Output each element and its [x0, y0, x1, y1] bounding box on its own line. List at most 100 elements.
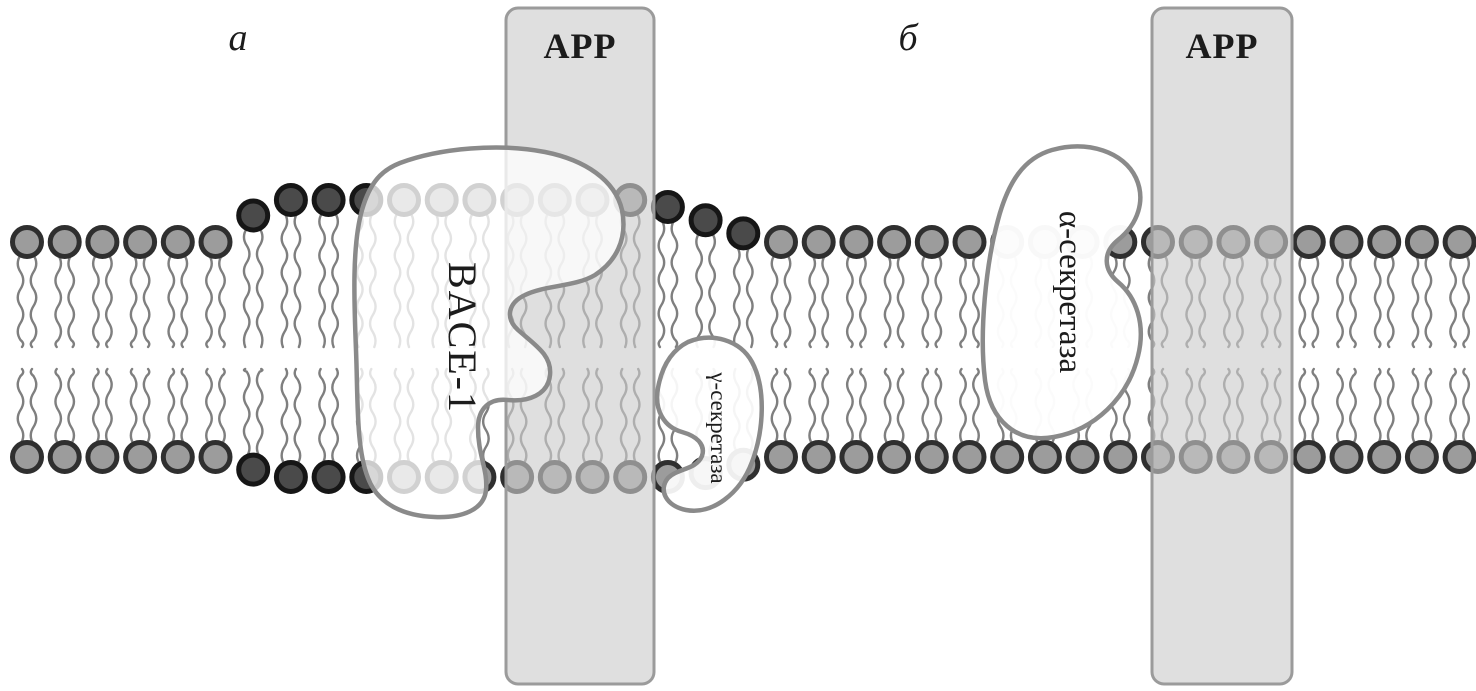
lipid-tail	[883, 367, 892, 446]
lipid-head	[764, 225, 798, 259]
lipid-tail	[142, 367, 151, 446]
app-label-a: APP	[544, 26, 617, 66]
lipid-tail	[921, 253, 930, 349]
lipid-head	[952, 225, 987, 259]
panel-a-label: а	[229, 17, 248, 59]
lipid-head	[160, 225, 195, 259]
lipid-tail	[54, 253, 63, 349]
lipid-tail	[104, 367, 113, 446]
lipid-head	[198, 225, 233, 259]
lipid-tail	[167, 253, 176, 349]
lipid-head	[914, 440, 949, 474]
lipid-head	[47, 225, 82, 259]
gamma-secretase-label: γ-секретаза	[706, 371, 731, 483]
lipid-tail	[129, 253, 138, 349]
lipid-tail	[1449, 253, 1458, 349]
lipid-head	[1329, 440, 1364, 474]
lipid-tail	[670, 218, 679, 349]
lipid-head	[1027, 440, 1062, 474]
gamma-secretase-blob	[654, 335, 764, 513]
lipid-head	[160, 440, 195, 474]
lipid-tail	[91, 253, 100, 349]
lipid-tail	[1311, 367, 1320, 446]
lipid-head	[311, 460, 346, 494]
bace1-label: BACE-1	[440, 262, 485, 414]
lipid-head	[236, 452, 271, 487]
lipid-head	[839, 225, 874, 259]
lipid-tail	[54, 367, 63, 446]
lipid-tail	[1349, 367, 1357, 446]
lipid-tail	[708, 232, 717, 349]
lipid-head	[47, 440, 82, 474]
lipid-tail	[67, 367, 76, 446]
lipid-tail	[180, 367, 189, 446]
lipid-tail	[331, 367, 340, 466]
lipid-tail	[959, 253, 967, 349]
lipid-tail	[293, 367, 302, 466]
lipid-tail	[1449, 367, 1458, 446]
lipid-tail	[808, 253, 817, 349]
lipid-head	[236, 198, 271, 233]
lipid-tail	[293, 211, 302, 349]
alpha-secretase-blob	[980, 144, 1143, 441]
app-protein-b	[1150, 6, 1294, 686]
app-label-b: APP	[1186, 26, 1259, 66]
lipid-head	[688, 203, 723, 238]
lipid-head	[990, 440, 1025, 474]
lipid-tail	[745, 245, 754, 349]
lipid-tail	[695, 232, 704, 349]
panel-b-label: б	[898, 17, 919, 59]
lipid-tail	[16, 367, 25, 446]
lipid-tail	[1298, 253, 1307, 349]
lipid-tail	[129, 367, 138, 446]
lipid-head	[801, 225, 836, 259]
lipid-tail	[770, 367, 779, 446]
lipid-tail	[858, 253, 867, 349]
lipid-head	[123, 440, 158, 474]
lipid-head	[726, 216, 761, 251]
lipid-tail	[29, 367, 38, 446]
lipid-head	[1404, 440, 1439, 474]
lipid-tail	[858, 367, 867, 446]
lipid-head	[1367, 225, 1402, 259]
lipid-head	[1329, 225, 1364, 259]
alpha-secretase-label: α-секретаза	[1052, 211, 1088, 374]
lipid-tail	[205, 253, 213, 349]
lipid-head	[764, 440, 798, 474]
lipid-tail	[218, 367, 226, 446]
lipid-tail	[280, 211, 289, 349]
lipid-tail	[242, 367, 251, 458]
lipid-tail	[896, 253, 905, 349]
lipid-head	[877, 225, 912, 259]
lipid-tail	[845, 367, 854, 446]
lipid-tail	[29, 253, 38, 349]
lipid-tail	[180, 253, 189, 349]
lipid-head	[198, 440, 233, 474]
lipid-tail	[770, 253, 779, 349]
lipid-tail	[972, 367, 980, 446]
lipid-tail	[845, 253, 854, 349]
lipid-head	[1404, 225, 1439, 259]
lipid-head	[123, 225, 158, 259]
lipid-head	[1065, 440, 1100, 474]
lipid-tail	[657, 218, 666, 349]
lipid-tail	[1462, 367, 1471, 446]
lipid-head	[1291, 225, 1326, 259]
lipid-head	[914, 225, 949, 259]
lipid-tail	[1386, 253, 1395, 349]
lipid-head	[10, 440, 44, 474]
lipid-tail	[1411, 253, 1420, 349]
lipid-tail	[205, 367, 213, 446]
bace1-enzyme-blob	[352, 145, 626, 520]
lipid-tail	[934, 367, 943, 446]
lipid-head	[10, 225, 44, 259]
lipid-tail	[896, 367, 905, 446]
lipid-tail	[1336, 367, 1344, 446]
lipid-tail	[808, 367, 817, 446]
lipid-tail	[1336, 253, 1344, 349]
lipid-head	[877, 440, 912, 474]
lipid-tail	[1424, 253, 1433, 349]
lipid-head	[273, 460, 308, 494]
